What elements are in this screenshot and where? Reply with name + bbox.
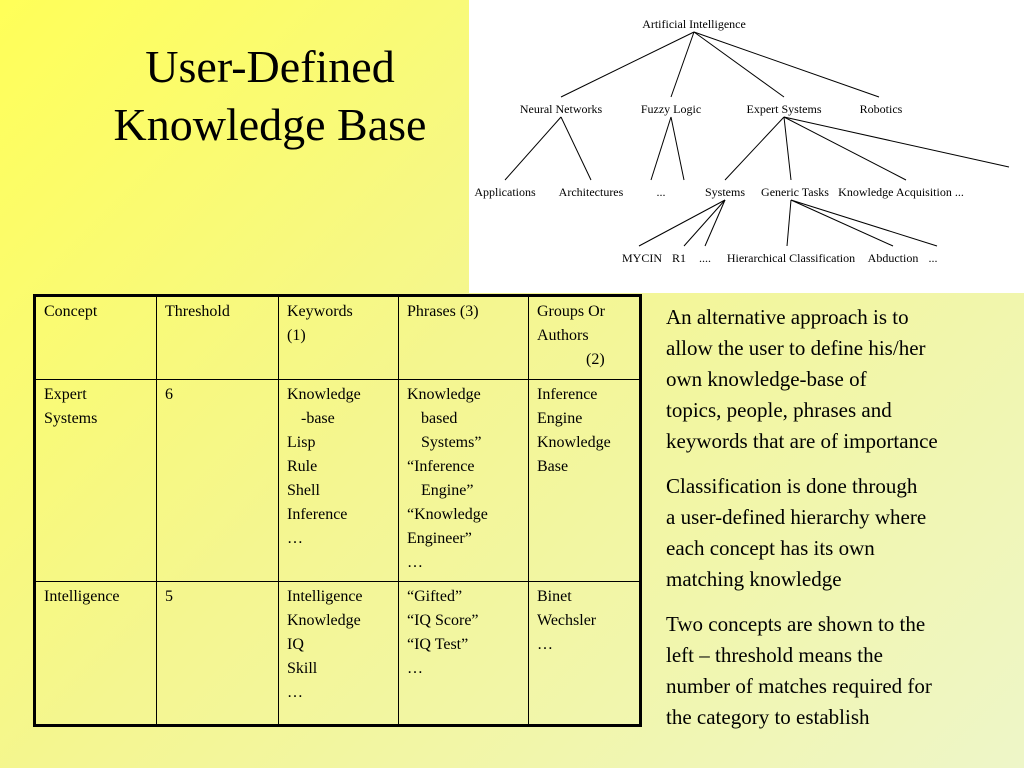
cell-line: “Gifted”	[407, 588, 463, 605]
tree-node-architectures: Architectures	[559, 185, 624, 199]
text-line: number of matches required for	[666, 674, 932, 698]
cell-line: Systems”	[421, 434, 482, 451]
tree-node-mycin: MYCIN	[622, 251, 662, 265]
tree-node-generic-tasks: Generic Tasks	[761, 185, 829, 199]
cell-line: -base	[301, 410, 335, 427]
cell-line: Engine	[537, 410, 583, 427]
cell-line: Lisp	[287, 434, 316, 451]
cell-line: …	[537, 636, 553, 653]
cell-line: “IQ Test”	[407, 636, 469, 653]
knowledge-base-table: Concept Threshold Keywords (1) Phrases (…	[33, 294, 642, 727]
cell-phrases: “Gifted” “IQ Score” “IQ Test” …	[398, 581, 529, 726]
text-line: each concept has its own	[666, 536, 875, 560]
explanation-text: An alternative approach is to allow the …	[666, 302, 1016, 747]
cell-line: “Knowledge	[407, 506, 488, 523]
text-line: keywords that are of importance	[666, 429, 938, 453]
header-groups-line: Groups Or	[537, 303, 605, 320]
text-line: An alternative approach is to	[666, 305, 909, 329]
tree-connectors	[504, 31, 1010, 247]
text-line: matching knowledge	[666, 567, 842, 591]
cell-keywords: Intelligence Knowledge IQ Skill …	[278, 581, 399, 726]
text-line: topics, people, phrases and	[666, 398, 892, 422]
header-keywords-line: (1)	[287, 327, 306, 344]
tree-node-hierarchical-classification: Hierarchical Classification	[727, 251, 855, 265]
cell-line: Knowledge	[287, 612, 361, 629]
cell-line: IQ	[287, 636, 304, 653]
cell-threshold: 5	[156, 581, 279, 726]
header-threshold: Threshold	[156, 295, 279, 380]
cell-line: Rule	[287, 458, 318, 475]
text-line: a user-defined hierarchy where	[666, 505, 927, 529]
header-groups-line: Authors	[537, 327, 589, 344]
cell-line: “IQ Score”	[407, 612, 479, 629]
text-line: Two concepts are shown to the	[666, 612, 926, 636]
tree-node-neural-networks: Neural Networks	[520, 102, 603, 116]
cell-line: Inference	[287, 506, 348, 523]
header-groups: Groups Or Authors (2)	[528, 295, 641, 380]
tree-root-label: Artificial Intelligence	[642, 17, 746, 31]
paragraph-threshold: Two concepts are shown to the left – thr…	[666, 609, 1016, 733]
text-line: Classification is done through	[666, 474, 918, 498]
cell-line: Intelligence	[44, 588, 120, 605]
cell-line: Skill	[287, 660, 318, 677]
cell-line: Expert	[44, 386, 87, 403]
cell-threshold: 6	[156, 379, 279, 582]
cell-line: Inference	[537, 386, 598, 403]
table-row: Intelligence 5 Intelligence Knowledge IQ…	[34, 581, 641, 726]
tree-node-applications: Applications	[474, 185, 536, 199]
cell-line: …	[287, 530, 303, 547]
text-line: the category to establish	[666, 705, 870, 729]
hierarchy-tree-diagram: Artificial Intelligence Neural Networks …	[469, 0, 1024, 293]
title-line-1: User-Defined	[145, 41, 395, 92]
cell-line: Knowledge	[537, 434, 611, 451]
header-concept: Concept	[34, 295, 157, 380]
header-phrases: Phrases (3)	[398, 295, 529, 380]
tree-node-expert-systems: Expert Systems	[747, 102, 822, 116]
cell-groups: Binet Wechsler …	[528, 581, 641, 726]
tree-node-fuzzy-logic: Fuzzy Logic	[641, 102, 701, 116]
cell-line: “Inference	[407, 458, 475, 475]
cell-keywords: Knowledge -base Lisp Rule Shell Inferenc…	[278, 379, 399, 582]
title-line-2: Knowledge Base	[113, 98, 427, 150]
cell-line: Binet	[537, 588, 572, 605]
header-groups-line: (2)	[586, 351, 605, 368]
table-header-row: Concept Threshold Keywords (1) Phrases (…	[34, 295, 641, 380]
cell-phrases: Knowledge based Systems” “Inference Engi…	[398, 379, 529, 582]
tree-node-r1: R1	[672, 251, 686, 265]
hierarchy-tree-svg: Artificial Intelligence Neural Networks …	[474, 17, 1010, 265]
text-line: own knowledge-base of	[666, 367, 867, 391]
text-line: left – threshold means the	[666, 643, 883, 667]
tree-node-systems: Systems	[705, 185, 745, 199]
cell-line: Wechsler	[537, 612, 597, 629]
cell-line: Systems	[44, 410, 98, 427]
tree-node-trailing-ellipsis: ...	[929, 251, 938, 265]
header-keywords: Keywords (1)	[278, 295, 399, 380]
tree-node-robotics: Robotics	[860, 102, 903, 116]
cell-line: Shell	[287, 482, 320, 499]
table-row: Expert Systems 6 Knowledge -base Lisp Ru…	[34, 379, 641, 582]
cell-line: Base	[537, 458, 569, 475]
tree-node-abduction: Abduction	[868, 251, 919, 265]
cell-line: Engineer”	[407, 530, 472, 547]
cell-line: …	[407, 554, 423, 571]
cell-concept: Expert Systems	[34, 379, 157, 582]
cell-concept: Intelligence	[34, 581, 157, 726]
slide-title: User-Defined Knowledge Base	[60, 38, 480, 153]
cell-line: Knowledge	[287, 386, 361, 403]
cell-line: Knowledge	[407, 386, 481, 403]
tree-node-ellipsis: ...	[657, 185, 666, 199]
text-line: allow the user to define his/her	[666, 336, 926, 360]
tree-node-more: ....	[699, 251, 711, 265]
cell-groups: Inference Engine Knowledge Base	[528, 379, 641, 582]
cell-line: …	[287, 684, 303, 701]
cell-line: Engine”	[421, 482, 474, 499]
paragraph-classification: Classification is done through a user-de…	[666, 471, 1016, 595]
cell-line: Intelligence	[287, 588, 363, 605]
paragraph-alternative-approach: An alternative approach is to allow the …	[666, 302, 1016, 457]
header-keywords-line: Keywords	[287, 303, 353, 320]
cell-line: …	[407, 660, 423, 677]
tree-node-knowledge-acquisition: Knowledge Acquisition ...	[838, 185, 964, 199]
cell-line: based	[421, 410, 458, 427]
